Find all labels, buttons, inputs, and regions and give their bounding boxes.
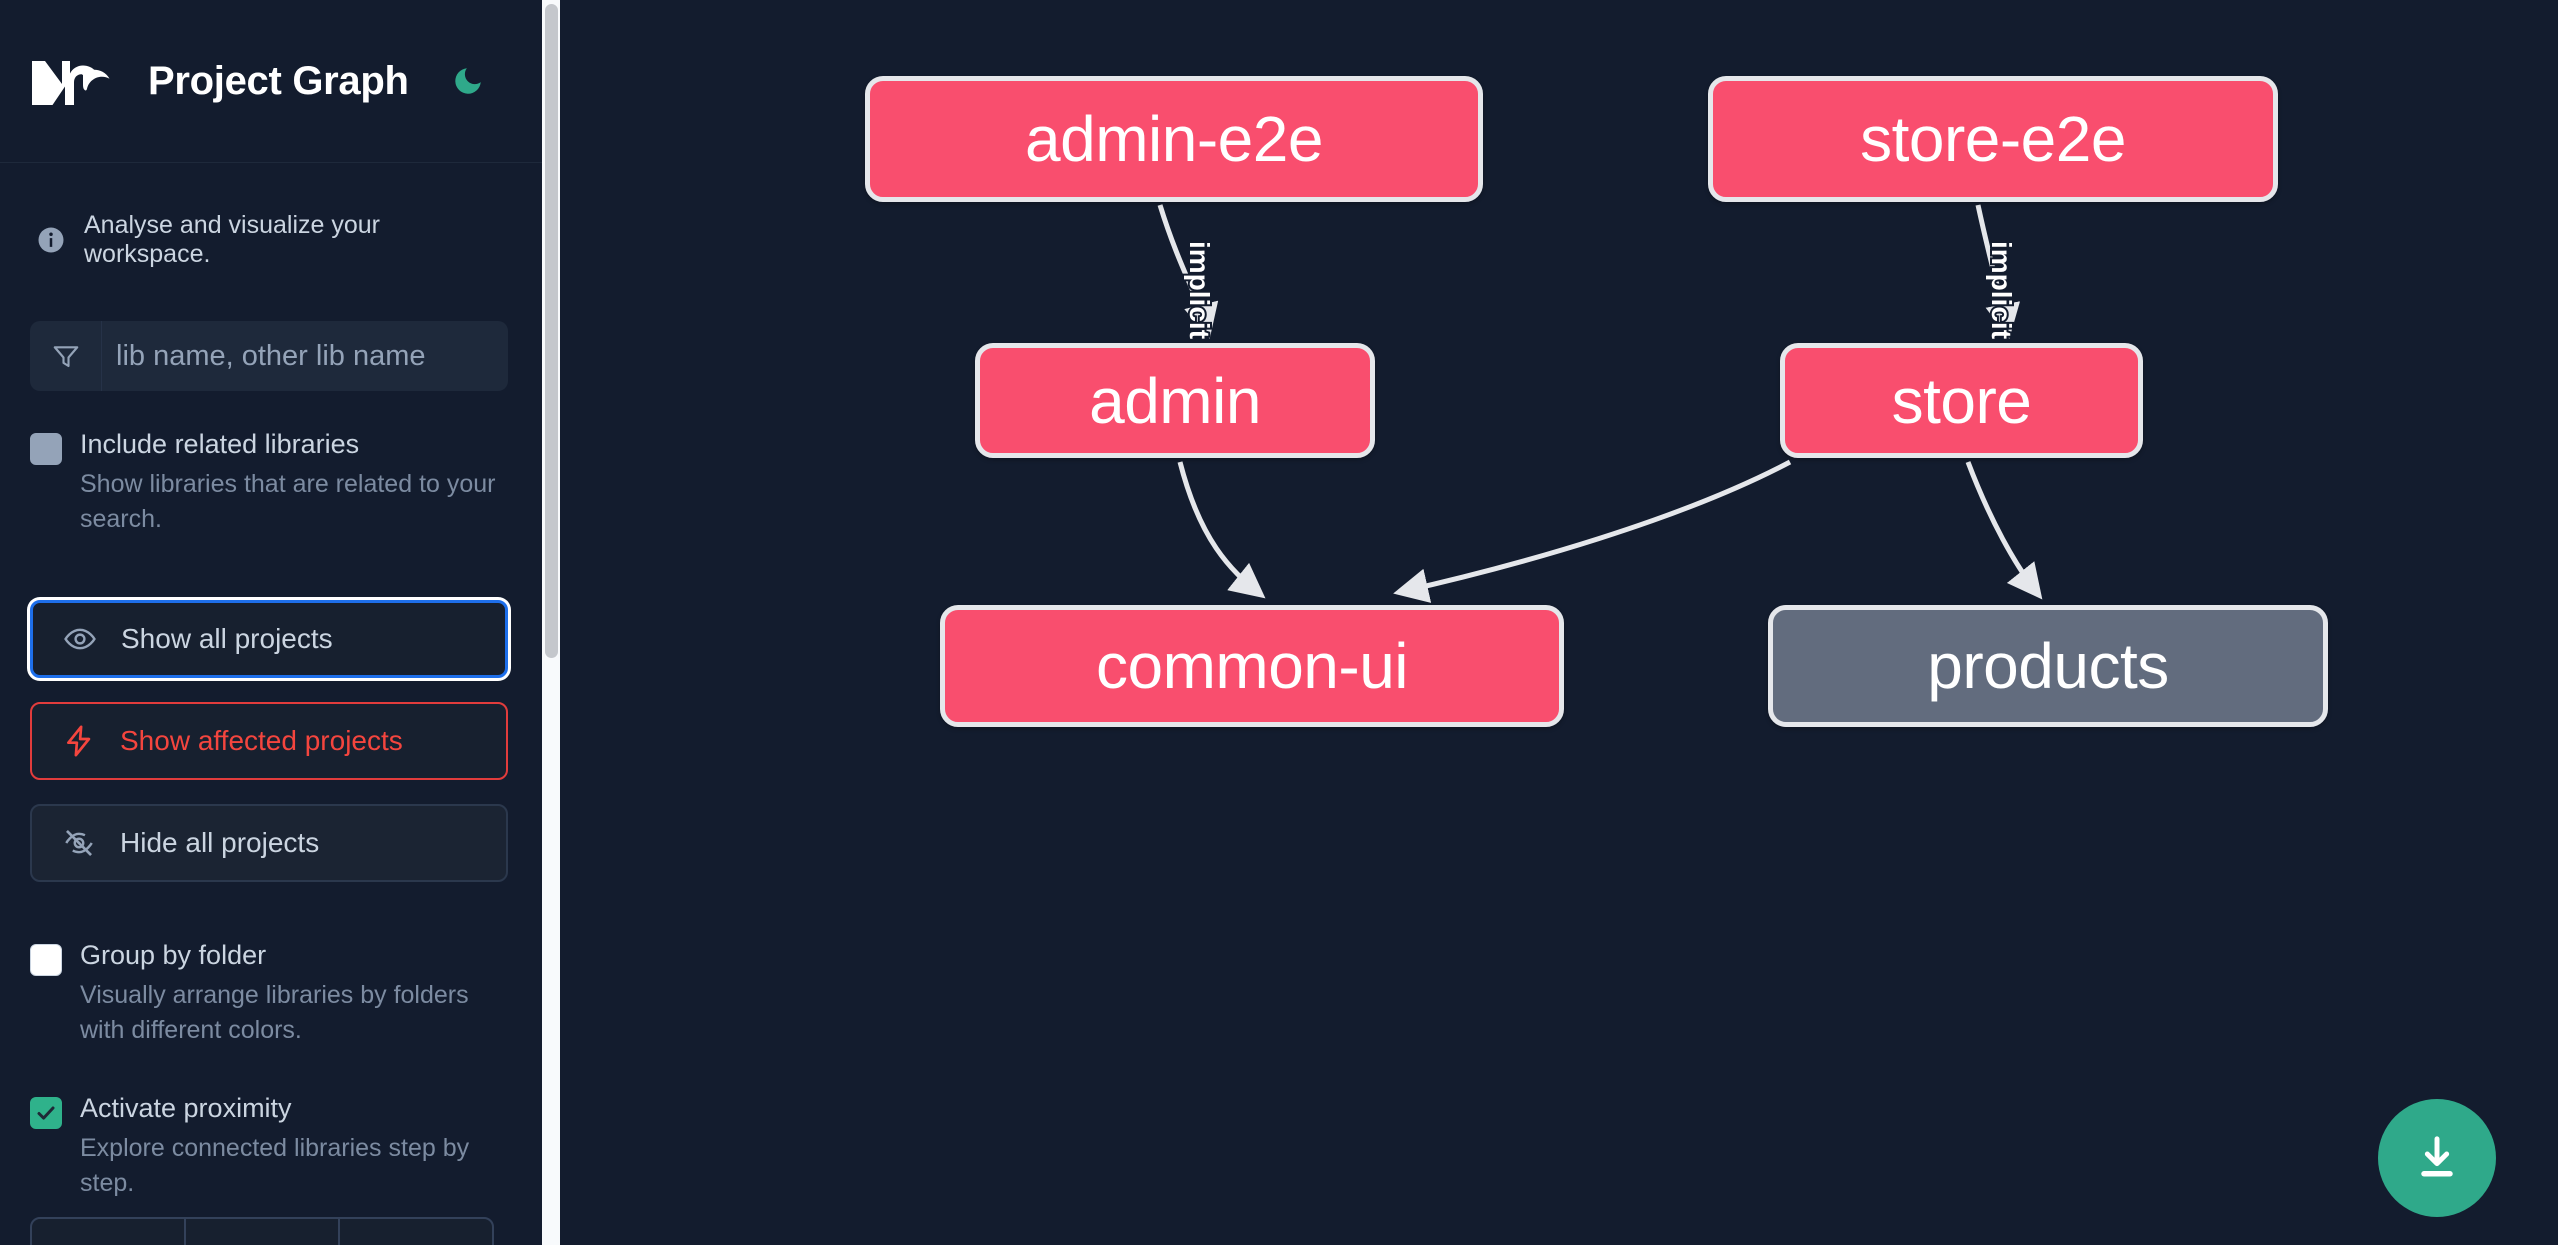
graph-node-label: products (1927, 630, 2169, 702)
sidebar-header: Project Graph (0, 0, 542, 163)
edge-store-e2e-store (1975, 204, 2021, 339)
checkbox-include-related-libraries[interactable] (30, 433, 62, 465)
edge-store-products (1965, 461, 2043, 600)
search-input[interactable] (102, 321, 508, 391)
check-icon (37, 1106, 55, 1120)
hide-all-projects-button[interactable]: Hide all projects (30, 804, 508, 883)
sidebar-info-text: Analyse and visualize your workspace. (84, 211, 380, 268)
checkbox-activate-proximity[interactable] (30, 1097, 62, 1130)
sidebar-info: Analyse and visualize your workspace. (0, 163, 542, 269)
edge-labels: implicit implicit (1182, 239, 2019, 341)
graph-node-admin-e2e[interactable]: admin-e2e (865, 76, 1483, 202)
show-affected-projects-button[interactable]: Show affected projects (30, 702, 508, 781)
show-all-projects-label: Show all projects (121, 623, 333, 655)
graph-node-admin[interactable]: admin (975, 343, 1375, 458)
graph-node-label: admin-e2e (1025, 103, 1323, 175)
search-field[interactable] (30, 321, 508, 391)
graph-node-label: store-e2e (1860, 103, 2126, 175)
checkbox-label-activate-proximity: Activate proximity (80, 1093, 292, 1124)
checkbox-desc-include-related-libraries: Show libraries that are related to your … (80, 470, 496, 533)
graph-node-store-e2e[interactable]: store-e2e (1708, 76, 2278, 202)
lightning-bolt-icon (60, 722, 98, 760)
edge-label-implicit-store: implicit (1986, 241, 2017, 339)
graph-edges: implicit implicit (1157, 204, 2043, 603)
checkbox-desc-activate-proximity: Explore connected libraries step by step… (80, 1134, 470, 1197)
info-circle-icon (36, 225, 66, 255)
projects-button-group: Show all projects Show affected projects (30, 600, 508, 883)
show-affected-projects-label: Show affected projects (120, 725, 403, 757)
download-graph-button[interactable] (2378, 1099, 2496, 1217)
filter-funnel-icon (30, 321, 102, 391)
checkbox-row-group-by-folder[interactable]: Group by folder Visually arrange librari… (0, 940, 542, 1047)
edge-store-common-ui (1393, 459, 1792, 603)
graph-node-store[interactable]: store (1780, 343, 2143, 458)
checkbox-group-by-folder[interactable] (30, 944, 62, 977)
checkbox-row-activate-proximity[interactable]: Activate proximity Explore connected lib… (0, 1093, 542, 1200)
graph-node-label: admin (1089, 364, 1261, 437)
sidebar-scroll-area: Project Graph Analyse and visualize your… (0, 0, 542, 1245)
checkbox-label-include-related-libraries: Include related libraries (80, 429, 360, 459)
show-all-projects-button[interactable]: Show all projects (30, 600, 508, 679)
segment-1[interactable] (32, 1219, 186, 1245)
sidebar-scrollbar-thumb[interactable] (545, 4, 558, 658)
segment-2[interactable] (186, 1219, 340, 1245)
graph-node-label: common-ui (1095, 630, 1409, 702)
checkbox-desc-group-by-folder: Visually arrange libraries by folders wi… (80, 981, 469, 1044)
nx-logo (30, 55, 114, 107)
checkbox-row-include-related-libraries[interactable]: Include related libraries Show libraries… (0, 429, 542, 536)
eye-icon (61, 620, 99, 658)
download-icon (2421, 1136, 2453, 1177)
eye-off-icon (60, 824, 98, 862)
checkbox-label-group-by-folder: Group by folder (80, 940, 267, 971)
edge-admin-e2e-admin (1157, 204, 1219, 339)
sidebar-scrollbar-track[interactable] (542, 0, 560, 1245)
hide-all-projects-label: Hide all projects (120, 827, 320, 859)
segmented-control[interactable] (30, 1217, 494, 1245)
graph-node-products[interactable]: products (1768, 605, 2328, 727)
segment-3[interactable] (340, 1219, 492, 1245)
graph-node-common-ui[interactable]: common-ui (940, 605, 1564, 727)
sidebar: Project Graph Analyse and visualize your… (0, 0, 560, 1245)
graph-node-label: store (1891, 364, 2032, 437)
edge-label-implicit-admin: implicit (1184, 241, 1215, 339)
edge-admin-common-ui (1177, 461, 1266, 599)
graph-canvas[interactable]: implicit implicit admin-e2e store-e2e ad… (560, 0, 2558, 1245)
app-title: Project Graph (148, 58, 409, 103)
moon-icon[interactable] (447, 60, 489, 102)
